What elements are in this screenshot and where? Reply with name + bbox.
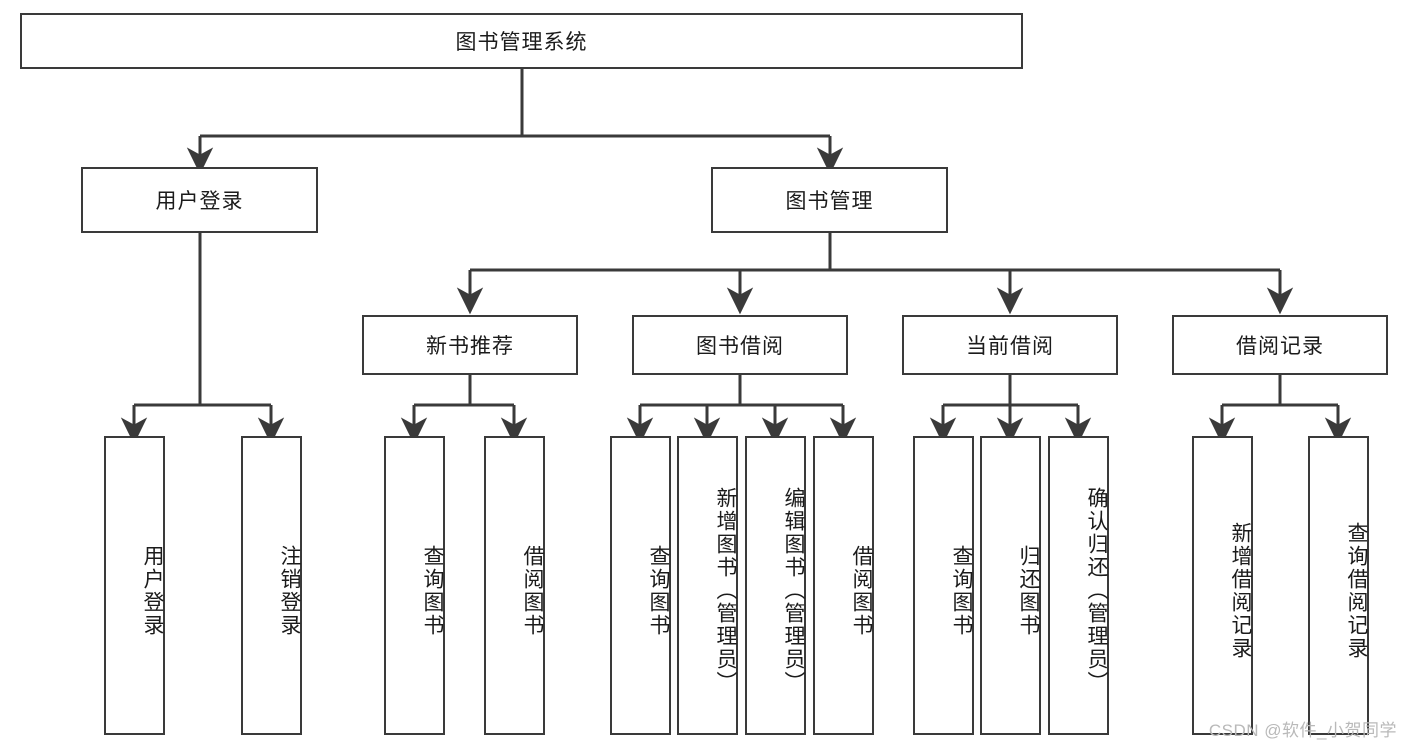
node-leaf-logout-login[interactable]: 注销登录 [241, 436, 302, 735]
node-label: 借阅记录 [1236, 335, 1324, 358]
node-leaf-return-book[interactable]: 归还图书 [980, 436, 1041, 735]
node-label: 查询图书 [647, 544, 670, 637]
node-label: 借阅图书 [850, 544, 873, 637]
node-label: 当前借阅 [966, 335, 1054, 358]
node-leaf-borrow-book-2[interactable]: 借阅图书 [813, 436, 874, 735]
node-label: 用户登录 [155, 190, 244, 213]
node-leaf-query-book-3[interactable]: 查询图书 [913, 436, 974, 735]
node-label: 图书管理系统 [455, 31, 588, 54]
node-book-management-system[interactable]: 图书管理系统 [20, 13, 1023, 69]
node-new-book-recommend[interactable]: 新书推荐 [362, 315, 578, 375]
node-label: 编辑图书（管理员） [782, 487, 805, 694]
node-label: 借阅图书 [521, 544, 544, 637]
node-label: 归还图书 [1017, 544, 1040, 637]
node-leaf-add-record[interactable]: 新增借阅记录 [1192, 436, 1253, 735]
node-user-login[interactable]: 用户登录 [81, 167, 318, 233]
node-leaf-query-book-2[interactable]: 查询图书 [610, 436, 671, 735]
node-leaf-borrow-book-1[interactable]: 借阅图书 [484, 436, 545, 735]
node-current-borrow[interactable]: 当前借阅 [902, 315, 1118, 375]
node-leaf-add-book[interactable]: 新增图书（管理员） [677, 436, 738, 735]
node-label: 查询图书 [950, 544, 973, 637]
node-label: 新增图书（管理员） [714, 487, 737, 694]
node-label: 图书管理 [785, 190, 874, 213]
node-label: 新书推荐 [426, 335, 514, 358]
node-label: 注销登录 [278, 544, 301, 637]
node-label: 图书借阅 [696, 335, 784, 358]
node-book-management[interactable]: 图书管理 [711, 167, 948, 233]
node-label: 用户登录 [141, 544, 164, 637]
node-leaf-edit-book[interactable]: 编辑图书（管理员） [745, 436, 806, 735]
node-borrow-record[interactable]: 借阅记录 [1172, 315, 1388, 375]
node-leaf-query-record[interactable]: 查询借阅记录 [1308, 436, 1369, 735]
node-label: 查询图书 [421, 544, 444, 637]
node-leaf-confirm-return[interactable]: 确认归还（管理员） [1048, 436, 1109, 735]
node-book-borrow[interactable]: 图书借阅 [632, 315, 848, 375]
node-label: 确认归还（管理员） [1085, 487, 1108, 694]
node-label: 新增借阅记录 [1229, 521, 1252, 660]
node-leaf-user-login[interactable]: 用户登录 [104, 436, 165, 735]
node-leaf-query-book-1[interactable]: 查询图书 [384, 436, 445, 735]
node-label: 查询借阅记录 [1345, 521, 1368, 660]
watermark-text: CSDN @软件_小贺同学 [1208, 721, 1397, 740]
